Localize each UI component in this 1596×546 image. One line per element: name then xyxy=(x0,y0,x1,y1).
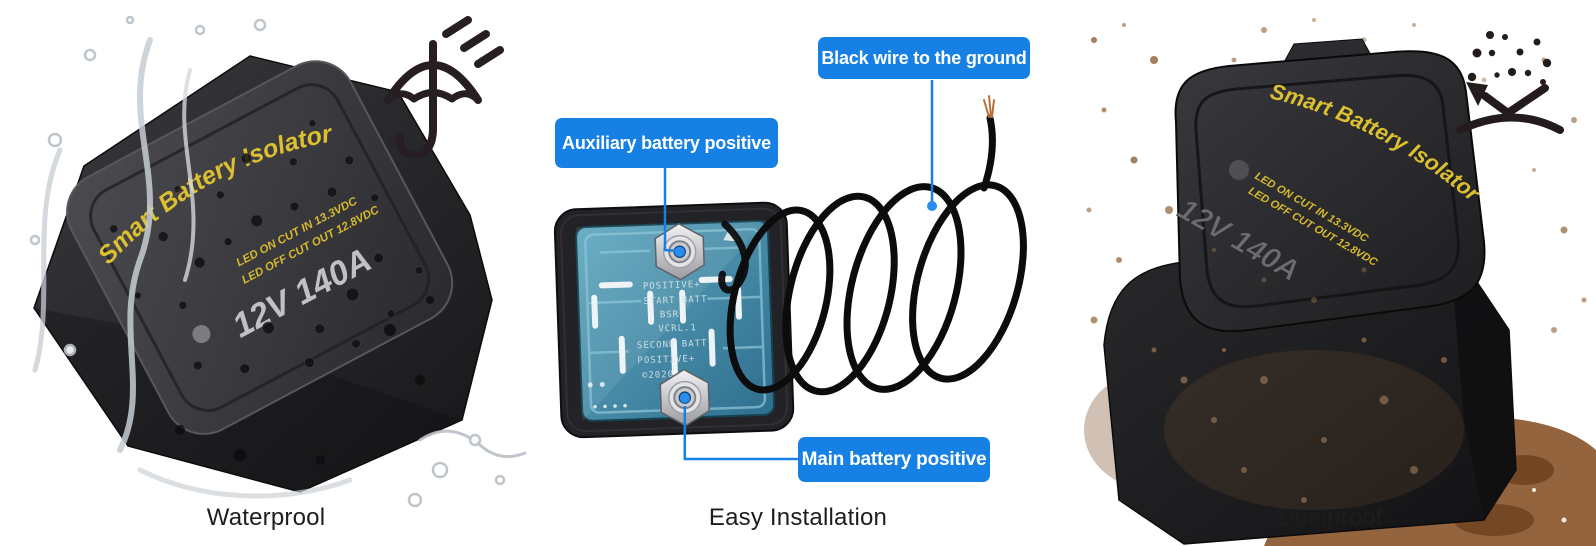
isolator-device: Smart Battery Isolator LED ON CUT IN 13.… xyxy=(1103,38,1517,545)
pcb-label: BSR xyxy=(660,310,680,321)
battery-isolator-waterproof-photo: Smart Battery Isolator LED ON CUT IN 13.… xyxy=(29,15,527,508)
callout-ground-wire: Black wire to the ground xyxy=(818,37,1030,79)
aux-point-dot xyxy=(674,246,685,257)
pcb-label: START BATT xyxy=(643,295,707,307)
battery-isolator-install-diagram: POSITIVE+ START BATT BSR VCRL.1 SECOND B… xyxy=(553,80,1027,461)
isolator-top-view: POSITIVE+ START BATT BSR VCRL.1 SECOND B… xyxy=(553,201,795,439)
dirt-on-device xyxy=(1151,248,1464,510)
panel-waterproof: Smart Battery Isolator LED ON CUT IN 13.… xyxy=(0,0,532,546)
pcb-label: SECOND BATT xyxy=(637,339,708,351)
led-indicator xyxy=(1229,160,1249,180)
pcb-label: POSITIVE+ xyxy=(643,280,701,292)
panel-dustproof: Smart Battery Isolator LED ON CUT IN 13.… xyxy=(1064,0,1596,546)
callout-main-positive: Main battery positive xyxy=(798,437,990,482)
water-splashes xyxy=(29,15,527,508)
caption-easy-installation: Easy Installation xyxy=(708,504,888,531)
water-droplets-body xyxy=(175,296,434,465)
isolator-device: Smart Battery Isolator LED ON CUT IN 13.… xyxy=(33,55,493,493)
led-indicator xyxy=(192,325,211,344)
water-droplets xyxy=(109,119,424,375)
callout-connectors xyxy=(663,80,934,461)
callout-auxiliary-positive: Auxiliary battery positive xyxy=(555,118,778,168)
battery-isolator-dustproof-photo: Smart Battery Isolator LED ON CUT IN 13.… xyxy=(1084,18,1596,546)
main-point-dot xyxy=(679,393,690,403)
pcb-silkscreen: POSITIVE+ START BATT BSR VCRL.1 SECOND B… xyxy=(637,280,708,381)
pcb-label: ©2020 xyxy=(642,370,674,381)
stripped-wire-tip xyxy=(983,95,995,118)
caption-waterproof: Waterprool xyxy=(206,504,326,531)
pcb-label: POSITIVE+ xyxy=(637,354,695,366)
dust-repel-icon xyxy=(1456,31,1564,134)
ground-point-dot xyxy=(927,201,937,211)
panel-easy-installation: POSITIVE+ START BATT BSR VCRL.1 SECOND B… xyxy=(532,0,1064,546)
dust-speckles xyxy=(1086,18,1587,333)
umbrella-rain-icon xyxy=(384,16,504,160)
caption-dustproof: Dustproof xyxy=(1277,504,1383,531)
pcb-label: VCRL.1 xyxy=(658,323,697,334)
